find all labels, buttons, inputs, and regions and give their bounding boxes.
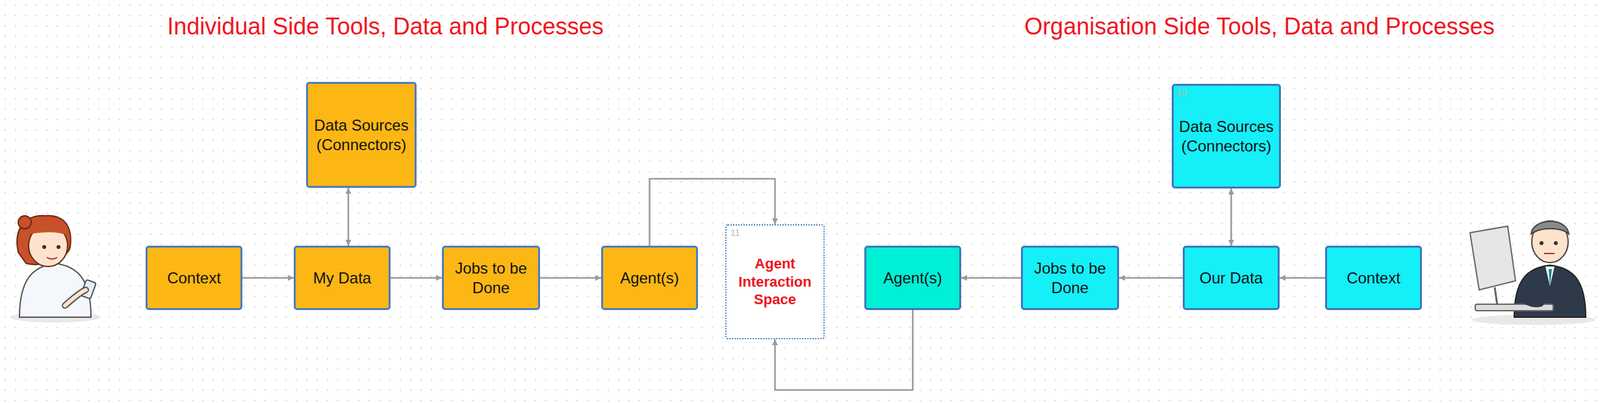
flow-arrow	[1119, 276, 1183, 279]
flow-arrow	[242, 276, 294, 279]
box-label: Jobs to be Done	[1028, 258, 1112, 298]
callout-number: 10	[1176, 87, 1187, 98]
box-label: Data Sources (Connectors)	[313, 115, 410, 155]
process-box: Agent(s)	[601, 245, 698, 310]
flow-arrow	[1230, 188, 1233, 246]
flow-arrow	[961, 276, 1021, 279]
process-box: Jobs to be Done	[1020, 245, 1120, 310]
section-heading: Organisation Side Tools, Data and Proces…	[1024, 12, 1495, 41]
process-box: Context	[1325, 245, 1422, 310]
section-heading: Individual Side Tools, Data and Processe…	[167, 12, 604, 41]
box-label: Context	[1346, 268, 1401, 288]
man-at-computer	[1470, 220, 1596, 325]
flow-arrow	[390, 276, 442, 279]
box-label: Agent(s)	[619, 268, 680, 288]
data-source-box: Data Sources (Connectors)	[306, 81, 417, 188]
box-label: Agent Interaction Space	[731, 254, 819, 309]
callout-number: 11	[730, 227, 741, 238]
data-source-box: Data Sources (Connectors)	[1171, 83, 1281, 189]
process-box: My Data	[293, 245, 391, 310]
box-label: Jobs to be Done	[449, 258, 533, 298]
flow-arrow	[540, 276, 602, 279]
process-box: Context	[145, 245, 243, 310]
box-label: Data Sources (Connectors)	[1178, 116, 1274, 156]
process-box: Jobs to be Done	[441, 245, 541, 310]
agent-box: Agent(s)	[864, 245, 962, 310]
woman-figure	[9, 215, 101, 323]
interaction-space: Agent Interaction Space	[725, 224, 825, 340]
flow-arrow	[1279, 276, 1326, 279]
process-box: Our Data	[1182, 245, 1280, 310]
box-label: My Data	[313, 268, 372, 288]
box-label: Our Data	[1199, 268, 1263, 288]
flow-arrow	[347, 187, 350, 246]
box-label: Agent(s)	[883, 268, 943, 288]
box-label: Context	[167, 268, 221, 288]
